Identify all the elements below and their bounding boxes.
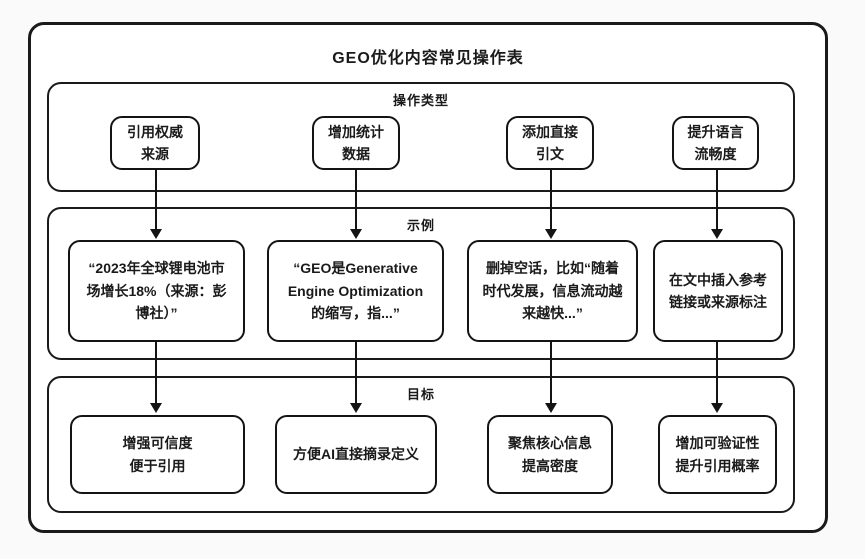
goal-box-core-info-density: 聚焦核心信息 提高密度 [487,415,613,494]
type-box-improve-fluency: 提升语言 流畅度 [672,116,759,170]
down-arrow-types-to-examples-col4 [711,168,723,239]
down-arrow-types-to-examples-col2 [350,168,362,239]
type-box-add-statistics: 增加统计 数据 [312,116,400,170]
down-arrow-examples-to-goals-col2 [350,340,362,413]
type-box-add-direct-quote: 添加直接 引文 [506,116,594,170]
goal-box-credibility: 增强可信度 便于引用 [70,415,245,494]
section-label-goals: 目标 [406,387,435,402]
goal-box-ai-excerpt: 方便AI直接摘录定义 [275,415,437,494]
section-label-types: 操作类型 [392,93,449,108]
down-arrow-examples-to-goals-col1 [150,340,162,413]
section-label-examples: 示例 [406,218,435,233]
down-arrow-types-to-examples-col1 [150,168,162,239]
diagram-title: GEO优化内容常见操作表 [332,50,524,67]
down-arrow-types-to-examples-col3 [545,168,557,239]
down-arrow-examples-to-goals-col3 [545,340,557,413]
down-arrow-examples-to-goals-col4 [711,340,723,413]
goal-box-verifiability-citation: 增加可验证性 提升引用概率 [658,415,777,494]
example-box-insert-reference-links: 在文中插入参考 链接或来源标注 [653,240,783,342]
example-box-statistic-with-source: “2023年全球锂电池市 场增长18%（来源：彭 博社）” [68,240,245,342]
example-box-remove-filler: 删掉空话，比如“随着 时代发展，信息流动越 来越快...” [467,240,638,342]
type-box-cite-authority-source: 引用权威 来源 [110,116,200,170]
example-box-geo-definition: “GEO是Generative Engine Optimization 的缩写，… [267,240,444,342]
